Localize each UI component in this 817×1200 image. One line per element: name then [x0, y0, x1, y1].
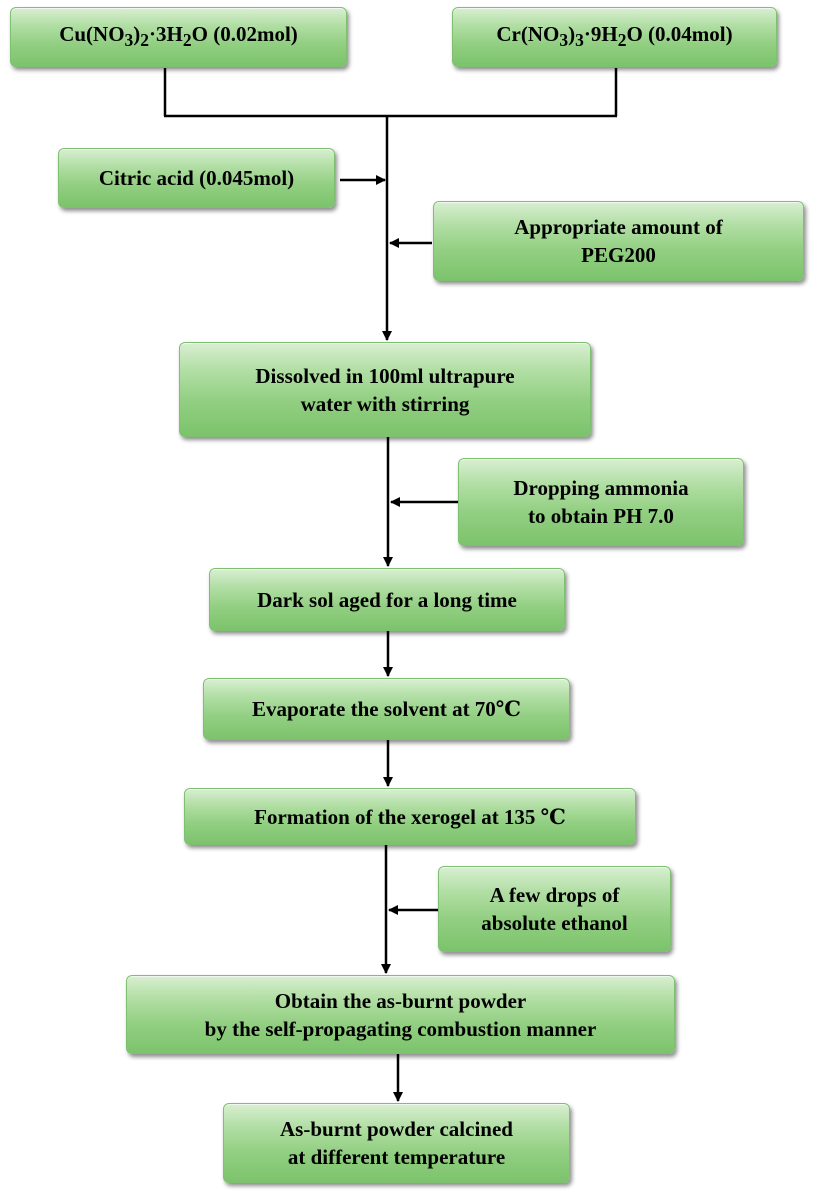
ammonia-box: Dropping ammonia to obtain PH 7.0 [458, 458, 744, 546]
calcine-label-line2: at different temperature [287, 1145, 506, 1169]
calcine-box: As-burnt powder calcined at different te… [223, 1103, 570, 1183]
cu-nitrate-box: Cu(NO3)2·3H2O (0.02mol) [10, 7, 347, 67]
citric-acid-box: Citric acid (0.045mol) [58, 148, 335, 208]
citric-acid-label: Citric acid (0.045mol) [98, 166, 295, 190]
dissolve-label-line2: water with stirring [300, 391, 470, 416]
dissolve-box: Dissolved in 100ml ultrapure water with … [179, 342, 591, 437]
cr-nitrate-label: Cr(NO3)3·9H2O (0.04mol) [496, 21, 733, 51]
xerogel-label: Formation of the xerogel at 135 ℃ [254, 804, 566, 829]
sol-aged-box: Dark sol aged for a long time [209, 568, 565, 631]
ethanol-box: A few drops of absolute ethanol [438, 866, 671, 952]
calcine-label-line1: As-burnt powder calcined [280, 1117, 513, 1141]
peg-label-line2: PEG200 [581, 243, 656, 267]
evaporate-label: Evaporate the solvent at 70℃ [252, 697, 521, 721]
combustion-box: Obtain the as-burnt powder by the self-p… [126, 975, 675, 1054]
dissolve-label-line1: Dissolved in 100ml ultrapure [255, 363, 515, 388]
combustion-label-line2: by the self-propagating combustion manne… [204, 1016, 597, 1041]
ammonia-label-line1: Dropping ammonia [513, 476, 689, 500]
evaporate-box: Evaporate the solvent at 70℃ [203, 678, 570, 740]
sol-aged-label: Dark sol aged for a long time [257, 587, 517, 612]
ethanol-label-line2: absolute ethanol [481, 911, 628, 935]
cu-nitrate-label: Cu(NO3)2·3H2O (0.02mol) [59, 21, 298, 51]
ammonia-label-line2: to obtain PH 7.0 [528, 504, 674, 528]
ethanol-label-line1: A few drops of [489, 883, 620, 907]
xerogel-box: Formation of the xerogel at 135 ℃ [184, 788, 636, 845]
peg-label-line1: Appropriate amount of [514, 215, 723, 239]
combustion-label-line1: Obtain the as-burnt powder [274, 988, 527, 1013]
peg-box: Appropriate amount of PEG200 [433, 201, 804, 281]
cr-nitrate-box: Cr(NO3)3·9H2O (0.04mol) [452, 7, 777, 67]
